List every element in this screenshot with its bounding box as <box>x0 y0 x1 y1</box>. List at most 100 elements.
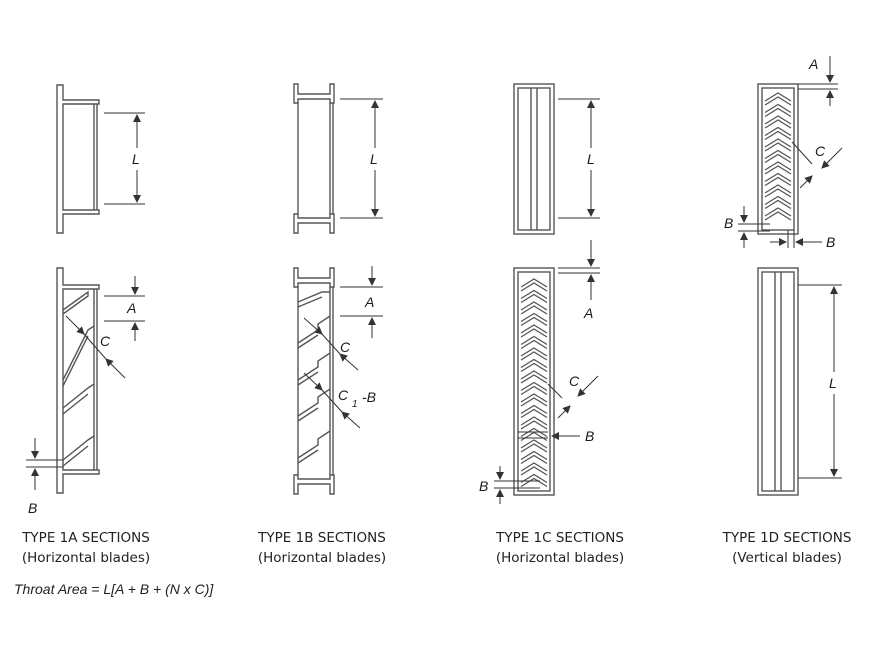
caption-type-1c-title: TYPE 1C SECTIONS <box>496 530 624 546</box>
type-1b-label-c1-suffix: -B <box>362 389 376 405</box>
type-1d-label-c: C <box>815 143 826 159</box>
type-1a-dimension-a <box>104 276 145 341</box>
chev1d-chevron-inner-10 <box>764 211 792 221</box>
type-1b-label-c1: C <box>338 387 349 403</box>
chev1c-chevron-11 <box>520 404 548 415</box>
type-1c-label-c: C <box>569 373 580 389</box>
throat-area-expression: = L[A + B + (N x C)] <box>87 581 214 597</box>
chev1d-chevron-8 <box>764 184 792 194</box>
caption-type-1a-subtitle: (Horizontal blades) <box>21 550 151 566</box>
caption-type-1c-subtitle: (Horizontal blades) <box>495 550 625 566</box>
type-1b-label-c: C <box>340 339 351 355</box>
chev1d-chevron-10 <box>764 207 792 217</box>
chev1c-chevron-inner-14 <box>520 443 548 453</box>
chev1c-chevron-8 <box>520 370 548 380</box>
chev1c-chevron-inner-2 <box>520 305 548 315</box>
type-1d-label-b-left: B <box>724 215 733 231</box>
chev1c-chevron-inner-10 <box>520 397 548 407</box>
chev1d-chevron-inner-2 <box>764 119 792 129</box>
chev1c-chevron-0 <box>520 278 548 288</box>
chev1c-chevron-4 <box>520 324 548 334</box>
chev1c-chevron-inner-11 <box>520 408 548 419</box>
type-1b-label-l: L <box>370 151 378 167</box>
type-1a-dimension-b <box>26 438 63 490</box>
chev1d-chevron-inner-5 <box>764 153 792 164</box>
type-1c-dimension-b-left <box>494 466 540 504</box>
chev1c-chevron-7 <box>520 358 548 369</box>
chev1c-chevron-inner-15 <box>520 454 548 465</box>
chev1d-chevron-9 <box>764 195 792 206</box>
chev1d-chevron-inner-6 <box>764 165 792 175</box>
chev1c-chevron-inner-17 <box>520 477 548 488</box>
chev1c-chevron-6 <box>520 347 548 357</box>
type-1a-frame-section <box>56 84 100 234</box>
type-1d-chevron-blades <box>764 92 792 221</box>
chev1d-chevron-6 <box>764 161 792 171</box>
throat-area-label: Throat Area <box>14 581 88 597</box>
type-1b-frame-section <box>293 83 335 234</box>
type-1b-blade-section <box>293 267 335 495</box>
type-1d-dimension-a <box>798 56 838 106</box>
type-1a-label-a: A <box>126 300 136 316</box>
type-1a-label-b: B <box>28 500 37 516</box>
type-1b-label-a: A <box>364 294 374 310</box>
chev1d-chevron-inner-1 <box>764 107 792 118</box>
type-1b-dimension-c <box>303 317 359 371</box>
chev1c-chevron-inner-7 <box>520 362 548 373</box>
type-1d-dimension-b-bottom <box>770 230 822 248</box>
chev1c-chevron-inner-4 <box>520 328 548 338</box>
chev1d-chevron-2 <box>764 115 792 125</box>
chev1c-chevron-inner-12 <box>520 420 548 430</box>
chev1c-chevron-13 <box>520 427 548 438</box>
type-1d-label-b-bottom: B <box>826 234 835 250</box>
type-1c-label-b-left: B <box>479 478 488 494</box>
chev1d-chevron-inner-9 <box>764 199 792 210</box>
type-1a-label-l: L <box>132 151 140 167</box>
caption-type-1a-title: TYPE 1A SECTIONS <box>22 530 150 546</box>
chev1c-chevron-inner-5 <box>520 339 548 350</box>
chev1d-chevron-0 <box>764 92 792 102</box>
chev1c-chevron-2 <box>520 301 548 311</box>
type-1d-chevron-section <box>757 83 799 235</box>
type-1c-dimension-c <box>547 375 599 419</box>
chev1d-chevron-inner-4 <box>764 142 792 152</box>
type-1d-dimension-c <box>791 141 843 189</box>
chev1c-chevron-12 <box>520 416 548 426</box>
type-1c-label-l: L <box>587 151 595 167</box>
chev1c-chevron-10 <box>520 393 548 403</box>
caption-type-1d-title: TYPE 1D SECTIONS <box>722 530 852 546</box>
type-1d-frame-section <box>757 267 799 496</box>
chev1d-chevron-1 <box>764 103 792 114</box>
type-1a-dimension-l <box>104 112 145 205</box>
type-1a-blade-section <box>56 267 100 494</box>
chev1c-chevron-16 <box>520 462 548 472</box>
type-1a-label-c: C <box>100 333 111 349</box>
chev1d-chevron-5 <box>764 149 792 160</box>
chev1c-chevron-3 <box>520 312 548 323</box>
type-1d-label-l: L <box>829 375 837 391</box>
chev1c-chevron-14 <box>520 439 548 449</box>
throat-area-formula: Throat Area = L[A + B + (N x C)] <box>14 581 213 597</box>
chev1c-chevron-5 <box>520 335 548 346</box>
caption-type-1b-subtitle: (Horizontal blades) <box>257 550 387 566</box>
chev1c-chevron-17 <box>520 473 548 484</box>
caption-type-1b-title: TYPE 1B SECTIONS <box>258 530 386 546</box>
type-1c-dimension-b-right <box>518 431 580 440</box>
type-1b-label-c1-subscript: 1 <box>352 399 358 410</box>
caption-type-1b: TYPE 1B SECTIONS (Horizontal blades) <box>222 528 422 568</box>
type-1c-chevron-section <box>513 267 555 496</box>
chev1c-chevron-inner-16 <box>520 466 548 476</box>
type-1a-dimension-c <box>65 315 126 379</box>
caption-type-1d: TYPE 1D SECTIONS (Vertical blades) <box>687 528 875 568</box>
type-1c-dimension-l <box>558 98 600 219</box>
caption-type-1a: TYPE 1A SECTIONS (Horizontal blades) <box>0 528 186 568</box>
chev1c-chevron-inner-8 <box>520 374 548 384</box>
type-1d-dimension-l <box>798 284 842 479</box>
type-1c-dimension-a <box>558 240 600 300</box>
chev1c-chevron-9 <box>520 381 548 392</box>
chev1d-chevron-inner-7 <box>764 176 792 187</box>
type-1b-dimension-c1-b <box>303 372 361 429</box>
chev1d-chevron-4 <box>764 138 792 148</box>
type-1c-label-a: A <box>583 305 593 321</box>
